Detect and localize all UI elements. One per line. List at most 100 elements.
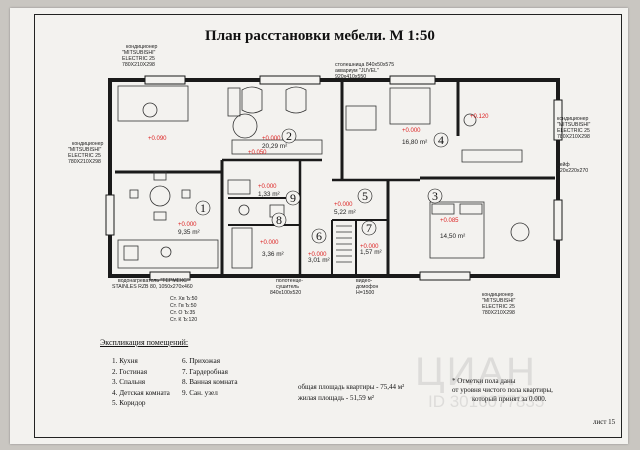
svg-text:кондиционер"MITSUBISHI"ELECTRI: кондиционер"MITSUBISHI"ELECTRIC 25780X21… (557, 116, 591, 140)
room-number-marker (311, 228, 327, 244)
room-number: 7 (366, 221, 372, 235)
heater-l2: STAINLES RZB 80, 1050х270х460 (112, 284, 193, 290)
legend-item: 3. Спальня (112, 378, 146, 386)
room-number-marker (271, 212, 287, 228)
room-number: 3 (432, 189, 438, 203)
dryer-l2: сушитель (276, 284, 299, 290)
walls (105, 75, 563, 281)
ac-right-bot-l1: кондиционер (482, 292, 514, 298)
plan-title: План расстановки мебели. М 1:50 (205, 28, 435, 44)
legend-item: 9. Сан. узел (182, 388, 218, 397)
room-area: 20,29 m² (262, 143, 287, 150)
counter-l1: столешница 840х50х575 (335, 62, 394, 68)
safe-l2: 320х220х270 (557, 168, 588, 174)
room-number: 6 (316, 229, 322, 243)
dryer-l1: полотенце- (276, 278, 303, 284)
room-level: +0.085 (440, 218, 459, 224)
note-line: от уровня чистого пола квартиры, (452, 386, 553, 394)
intercom-l1: видео- (356, 278, 372, 284)
room-number-marker (281, 128, 297, 144)
watermark-id: ID 3016077835 (428, 392, 545, 411)
room-area: 14,50 m² (440, 233, 465, 240)
legend-item: 7. Гардеробная (182, 367, 228, 376)
legend-item: 5. Коридор (112, 399, 146, 407)
room-level: +0.000 (360, 244, 379, 250)
svg-text:кондиционер"MITSUBISHI"ELECTRI: кондиционер"MITSUBISHI"ELECTRIC 25780X21… (482, 292, 516, 316)
room-level: +0.000 (178, 222, 197, 228)
height-hv: Ст. Хв Ъ:50 (170, 296, 198, 302)
ac-right-top-l4: 780X210X298 (557, 134, 590, 140)
floor-level-note: * Отметки пола даны от уровня чистого по… (452, 377, 553, 404)
legend-title: Экспликация помещений: (100, 338, 189, 347)
legend-item: 2. Гостиная (112, 367, 148, 376)
svg-text:водонагреватель "ТЕРМЕКС"STAIN: водонагреватель "ТЕРМЕКС"STAINLES RZB 80… (112, 278, 193, 290)
note-line: * Отметки пола даны (452, 377, 516, 385)
ac-right-top-l2: "MITSUBISHI" (557, 122, 591, 128)
room-number-marker (361, 220, 377, 236)
heater-l1: водонагреватель "ТЕРМЕКС" (118, 278, 189, 284)
furniture (117, 85, 530, 269)
area-totals: общая площадь квартиры - 75,44 м² жилая … (298, 382, 404, 404)
height-o: Ст. О Ъ:35 (170, 310, 195, 316)
level-balcony: +0.120 (470, 114, 489, 120)
room-area: 1,33 m² (258, 191, 280, 198)
total-area: общая площадь квартиры - 75,44 м² (298, 383, 405, 391)
room-area: 3,01 m² (308, 257, 330, 264)
legend-col-2: 6. Прихожая 7. Гардеробная 8. Ванная ком… (182, 356, 238, 398)
counter-l3: 920х410х550 (335, 74, 366, 80)
height-k: Ст. К Ъ:120 (170, 317, 197, 323)
height-gv: Ст. Гв Ъ:50 (170, 303, 197, 309)
room-level: +0.000 (308, 252, 327, 258)
room-area: 16,80 m² (402, 139, 427, 146)
room-number-marker (427, 188, 443, 204)
room-number: 8 (276, 213, 282, 227)
ac-left-l2: "MITSUBISHI" (68, 147, 102, 153)
ac-right-bot-l3: ELECTRIC 25 (482, 304, 515, 310)
intercom-l2: домофон (356, 284, 379, 290)
room-area: 9,35 m² (178, 229, 200, 236)
legend-item: 4. Детская комната (112, 388, 170, 397)
svg-text:кондиционер"MITSUBISHI"ELECTRI: кондиционер"MITSUBISHI"ELECTRIC 25780X21… (122, 44, 158, 68)
legend-col-1: 1. Кухня 2. Гостиная 3. Спальня 4. Детск… (112, 356, 170, 409)
room-number: 2 (286, 129, 292, 143)
room-number: 1 (200, 201, 206, 215)
ac-right-bot-l2: "MITSUBISHI" (482, 298, 516, 304)
drawing-frame (34, 14, 622, 438)
room-level: +0.000 (260, 240, 279, 246)
sheet-number: лист 15 (593, 418, 616, 426)
level-kitchen-office: +0.090 (148, 136, 167, 142)
room-number-marker (195, 200, 211, 216)
room-level: +0.000 (262, 136, 281, 142)
intercom-l3: H=1500 (356, 290, 374, 296)
room-area: 1,57 m² (360, 249, 382, 256)
ac-top-l1: кондиционер (126, 44, 158, 50)
ac-top-l2: "MITSUBISHI" (122, 50, 156, 56)
legend-item: 8. Ванная комната (182, 378, 238, 386)
room-number-marker (285, 190, 301, 206)
ac-left-l3: ELECTRIC 25 (68, 153, 101, 159)
room-area: 3,36 m² (262, 251, 284, 258)
room-level: +0.000 (258, 184, 277, 190)
svg-text:кондиционер"MITSUBISHI"ELECTRI: кондиционер"MITSUBISHI"ELECTRIC 25780X21… (68, 141, 104, 165)
living-area: жилая площадь - 51,59 м² (298, 394, 375, 402)
ac-left-l4: 780X210X298 (68, 159, 101, 165)
dryer-l3: 840х100х520 (270, 290, 301, 296)
legend-item: 6. Прихожая (182, 357, 221, 365)
room-level: +0.000 (334, 202, 353, 208)
ac-right-bot-l4: 780X210X298 (482, 310, 515, 316)
room-number-marker (433, 132, 449, 148)
ac-top-l3: ELECTRIC 25 (122, 56, 155, 62)
room-number-marker (357, 188, 373, 204)
ac-right-top-l1: кондиционер (557, 116, 589, 122)
note-line: который принят за 0.000. (472, 395, 547, 403)
counter-l2: аквариум "JUVEL" (335, 68, 379, 74)
ac-left-l1: кондиционер (72, 141, 104, 147)
room-number: 9 (290, 191, 296, 205)
room-number: 4 (438, 133, 444, 147)
